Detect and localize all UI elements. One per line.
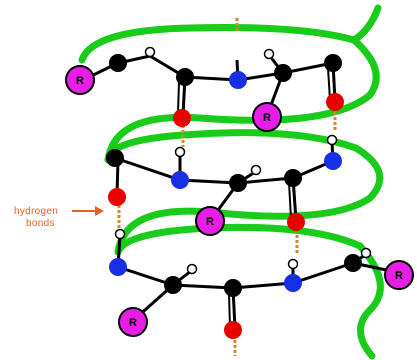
double-bond: [288, 182, 292, 219]
helix-front-3: [356, 242, 384, 360]
oxygen-atom: [326, 93, 344, 111]
oxygen-atoms: [108, 93, 344, 339]
carbon-atom: [176, 68, 194, 86]
oxygen-atom: [224, 321, 242, 339]
side-chain-circle: [252, 102, 282, 132]
annotation-line-1: hydrogen: [14, 206, 58, 217]
side-chain: R: [65, 65, 95, 95]
nitrogen-atom: [171, 171, 189, 189]
hydrogen-atom: [326, 134, 338, 146]
nitrogen-atoms: [109, 71, 342, 292]
side-chains: R R R R R: [65, 65, 414, 337]
double-bond: [177, 81, 180, 114]
hydrogen-atom: [287, 258, 299, 270]
oxygen-atom: [287, 213, 305, 231]
side-chain-label: R: [129, 317, 137, 329]
hydrogen-atom: [250, 164, 262, 176]
carbon-atom: [106, 149, 124, 167]
carbon-atom: [284, 169, 302, 187]
nitrogen-atom: [229, 71, 247, 89]
hydrogen-atom: [186, 263, 198, 275]
side-chain-label: R: [263, 112, 271, 124]
hydrogen-atoms: [114, 46, 372, 275]
hydrogen-atom: [360, 247, 372, 259]
side-chain: R: [252, 102, 282, 132]
side-chain: R: [118, 307, 148, 337]
helix-front-1: [104, 36, 380, 164]
hydrogen-atom: [114, 228, 126, 240]
carbon-atom: [164, 276, 182, 294]
helix-top-right-tail: [350, 4, 382, 44]
side-chain: R: [384, 260, 414, 290]
side-chain-circle: [118, 307, 148, 337]
helix-ribbon-front: [104, 4, 384, 360]
helix-back-middle: [104, 129, 360, 164]
hydrogen-bonds-annotation: hydrogen bonds: [14, 206, 104, 229]
hydrogen-atom: [144, 46, 156, 58]
carbon-atom: [224, 279, 242, 297]
side-chain-circle: [384, 260, 414, 290]
carbon-atom: [344, 254, 362, 272]
carbon-atom: [229, 174, 247, 192]
side-chain-circle: [195, 206, 225, 236]
oxygen-atom: [108, 188, 126, 206]
backbone-top: [117, 54, 334, 82]
side-chain: R: [195, 206, 225, 236]
hydrogen-bonds: [117, 18, 337, 356]
helix-back-lower: [114, 223, 364, 256]
double-bond: [327, 67, 331, 101]
carbon-atom: [109, 54, 127, 72]
side-chain-label: R: [206, 216, 214, 228]
carbon-atom: [324, 54, 342, 72]
oxygen-atom: [173, 109, 191, 127]
double-bonds: [177, 67, 331, 329]
side-chain-circle: [65, 65, 95, 95]
hydrogen-atom: [174, 146, 186, 158]
hydrogen-atom: [263, 48, 275, 60]
nitrogen-atom: [284, 274, 302, 292]
annotation-arrow-head: [95, 206, 104, 216]
nitrogen-atom: [324, 152, 342, 170]
side-chain-label: R: [395, 270, 403, 282]
nitrogen-atom: [109, 258, 127, 276]
carbon-atom: [274, 64, 292, 82]
backbone: [114, 54, 354, 290]
annotation-line-2: bonds: [26, 218, 55, 229]
carbon-atoms: [106, 54, 362, 297]
helix-back-top: [78, 24, 358, 64]
side-chain-label: R: [76, 75, 84, 87]
